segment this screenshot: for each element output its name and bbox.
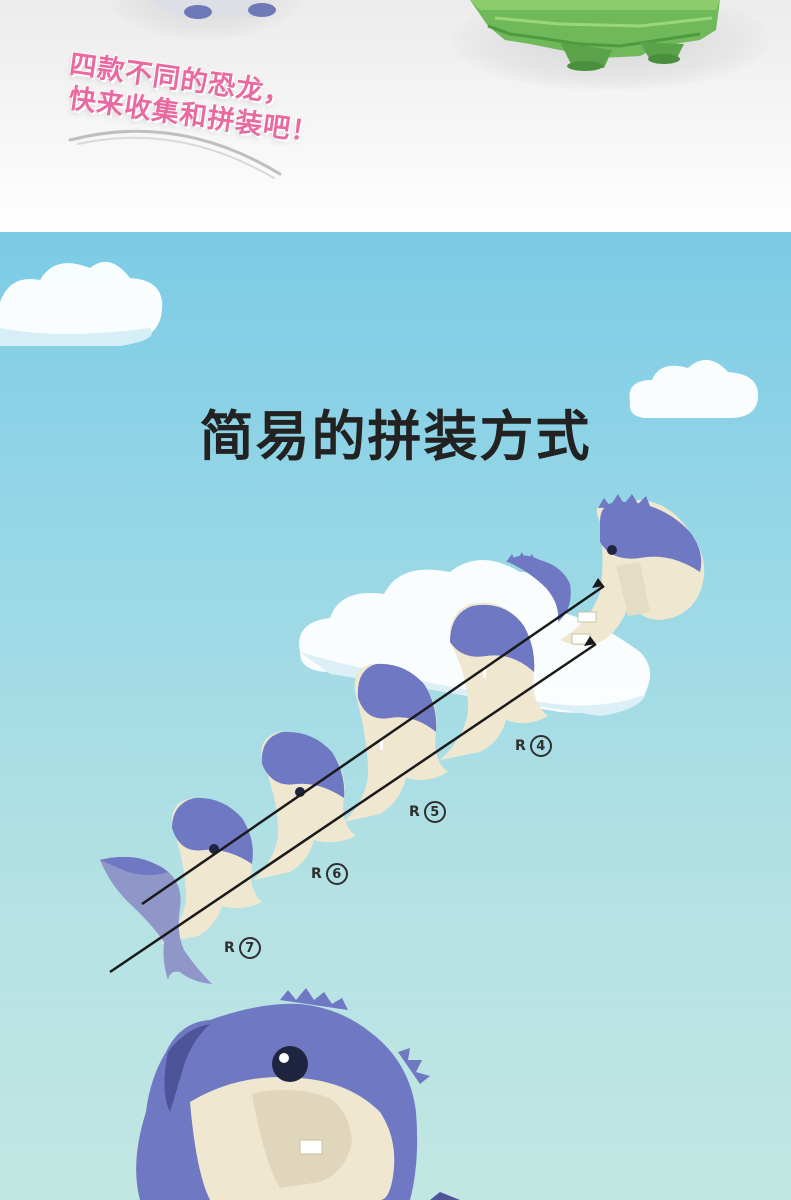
part-label-r5: R 5 <box>409 801 446 823</box>
part-number: 6 <box>325 863 348 885</box>
part-number: 4 <box>529 735 552 757</box>
body-slice-r7 <box>160 797 262 944</box>
green-dino-image <box>470 0 720 71</box>
assembled-blue-dino-image <box>136 988 460 1200</box>
part-prefix: R <box>515 738 526 754</box>
assembly-illustration <box>0 261 759 1200</box>
slogan-swoosh-decoration <box>68 129 282 179</box>
head-slice-large <box>506 494 705 646</box>
part-label-r7: R 7 <box>224 937 261 959</box>
part-number: 5 <box>423 801 446 823</box>
tail-slice <box>100 856 212 984</box>
section-title: 简易的拼装方式 <box>199 405 592 468</box>
part-prefix: R <box>224 940 235 956</box>
top-banner: 四款不同的恐龙， 快来收集和拼装吧！ <box>0 0 791 232</box>
top-products-art <box>150 0 720 71</box>
assembly-section: 简易的拼装方式 R 4 R 5 R 6 R 7 <box>0 232 791 1200</box>
assembly-arrows <box>109 578 605 974</box>
blue-dino-feet-image <box>150 0 276 19</box>
part-number: 7 <box>238 937 261 959</box>
cloud-right <box>629 359 759 418</box>
part-label-r6: R 6 <box>311 863 348 885</box>
part-prefix: R <box>311 866 322 882</box>
part-label-r4: R 4 <box>515 735 552 757</box>
body-slice-r6 <box>254 731 356 880</box>
cloud-top-left <box>0 261 163 346</box>
part-prefix: R <box>409 804 420 820</box>
